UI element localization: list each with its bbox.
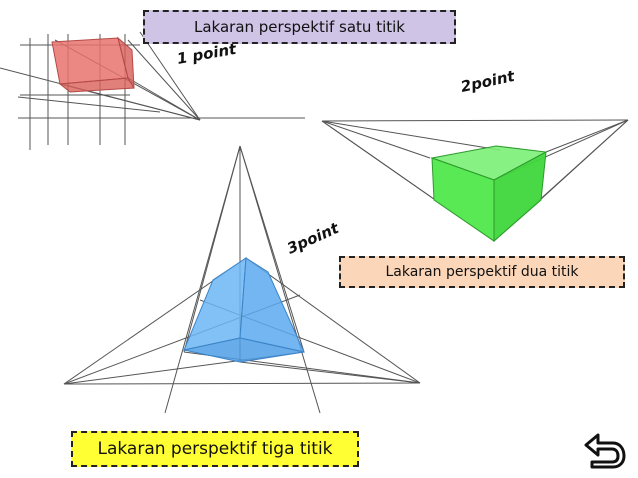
back-button[interactable]	[584, 431, 626, 469]
one-point-title-box: Lakaran perspektif satu titik	[143, 10, 456, 44]
vanishing-ray	[127, 77, 201, 121]
vanishing-ray	[139, 31, 201, 121]
vanishing-ray	[239, 361, 421, 384]
vanishing-ray	[539, 119, 629, 201]
cube-right-face	[239, 257, 305, 353]
cube-side-face	[117, 36, 135, 89]
vanishing-ray	[63, 382, 421, 385]
vanishing-ray	[245, 257, 421, 384]
three-point-sketch	[63, 145, 421, 414]
three-point-cube	[183, 257, 305, 363]
u-turn-back-arrow-icon	[584, 433, 626, 469]
one-point-cube	[51, 36, 135, 93]
cube-right-face	[493, 151, 547, 243]
three-point-note: 3point	[284, 219, 342, 258]
cube-left-face	[183, 257, 247, 351]
two-point-note: 2point	[459, 67, 517, 96]
vanishing-ray	[545, 119, 629, 153]
horizon-line	[321, 119, 629, 122]
one-point-sketch	[0, 31, 305, 150]
two-point-title-box: Lakaran perspektif dua titik	[339, 256, 625, 288]
cube-front-face	[51, 37, 129, 85]
vanishing-ray	[321, 120, 431, 159]
cube-bottom-face	[183, 337, 305, 363]
vanishing-ray	[127, 39, 201, 121]
three-point-title-box: Lakaran perspektif tiga titik	[71, 431, 359, 467]
guide-line	[17, 96, 161, 113]
two-point-cube	[430, 145, 548, 243]
vanishing-ray	[321, 120, 501, 151]
